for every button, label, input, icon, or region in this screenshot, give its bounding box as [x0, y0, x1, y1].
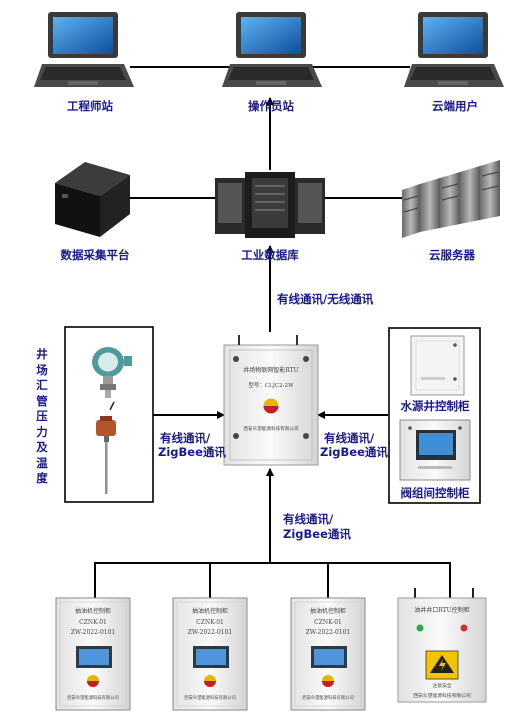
pump-cabinet-code: ZW-2022-0101	[306, 629, 351, 636]
link-pump-label-2: ZigBee通讯	[283, 527, 351, 541]
cloud-server-rack-icon	[402, 160, 500, 238]
pump-cabinet-title: 抽油机控制柜	[75, 607, 111, 615]
pump-cabinet: 抽油机控制柜 CZNK-01 ZW-2022-0101 西安众望能源科技有限公司	[290, 597, 366, 711]
engineer-station-label: 工程师站	[67, 99, 113, 113]
operator-station-label: 操作员站	[248, 99, 294, 113]
pump-cabinet-title: 抽油机控制柜	[192, 607, 228, 615]
rtu-company: 西安众望能源科技有限公司	[243, 425, 299, 432]
water-well-cabinet	[410, 335, 465, 396]
valve-group-cabinet-label: 阀组间控制柜	[400, 486, 470, 500]
industrial-database-label: 工业数据库	[241, 248, 299, 262]
injection-cabinet-warning: 注意安全	[432, 682, 451, 689]
rtu-model: 型号：CLJC2-2W	[248, 381, 294, 389]
valve-group-cabinet	[399, 419, 471, 481]
rtu-cabinet: 井场物联网智能RTU 型号：CLJC2-2W 西安众望能源科技有限公司	[223, 335, 319, 466]
sensor-group-label: 井场汇管压力及温度	[36, 347, 48, 485]
link-cabinet-label-2: ZigBee通讯	[320, 445, 388, 459]
pump-cabinet-company: 西安众望能源科技有限公司	[302, 694, 354, 701]
database-server-icon	[215, 172, 325, 238]
laptop-icon	[34, 12, 134, 87]
pump-cabinet: 抽油机控制柜 CZNK-01 ZW-2022-0101 西安众望能源科技有限公司	[55, 597, 131, 711]
link-pump-label-1: 有线通讯/	[283, 512, 334, 526]
data-collection-box-icon	[55, 162, 130, 237]
pump-cabinet-model: CZNK-01	[79, 619, 107, 626]
pump-cabinet-code: ZW-2022-0101	[188, 629, 233, 636]
data-collection-label: 数据采集平台	[60, 248, 130, 262]
laptop-icon	[404, 12, 504, 87]
link-rtu-db-label: 有线通讯/无线通讯	[277, 292, 374, 306]
laptop-icon	[222, 12, 322, 87]
pump-cabinet-code: ZW-2022-0101	[71, 629, 116, 636]
line-field-bus	[94, 562, 451, 598]
pump-cabinet-model: CZNK-01	[314, 619, 342, 626]
link-sensor-label-1: 有线通讯/	[160, 431, 211, 445]
pump-cabinet: 抽油机控制柜 CZNK-01 ZW-2022-0101 西安众望能源科技有限公司	[172, 597, 248, 711]
pump-cabinet-company: 西安众望能源科技有限公司	[184, 694, 236, 701]
company-logo-icon	[263, 398, 279, 414]
cloud-user-label: 云端用户	[432, 99, 478, 113]
connection-lines	[94, 66, 451, 598]
pressure-transmitter-icon	[92, 347, 132, 398]
link-cabinet-label-1: 有线通讯/	[324, 431, 375, 445]
cabinet-group-box	[388, 327, 481, 504]
pump-cabinet-company: 西安众望能源科技有限公司	[67, 694, 119, 701]
injection-cabinet-company: 西安众望能源科技有限公司	[413, 692, 471, 699]
pump-cabinet-model: CZNK-01	[196, 619, 224, 626]
temperature-sensor-icon	[96, 401, 116, 494]
injection-cabinet-title: 油井井口RTU控制柜	[414, 606, 469, 614]
pump-cabinet-title: 抽油机控制柜	[310, 607, 346, 615]
sensor-group-box	[64, 326, 154, 503]
water-well-cabinet-label: 水源井控制柜	[400, 399, 470, 413]
link-sensor-label-2: ZigBee通讯	[158, 445, 226, 459]
injection-rtu-cabinet: 油井井口RTU控制柜 注意安全 西安众望能源科技有限公司	[397, 588, 487, 703]
rtu-title: 井场物联网智能RTU	[243, 366, 298, 374]
cloud-server-label: 云服务器	[429, 248, 475, 262]
